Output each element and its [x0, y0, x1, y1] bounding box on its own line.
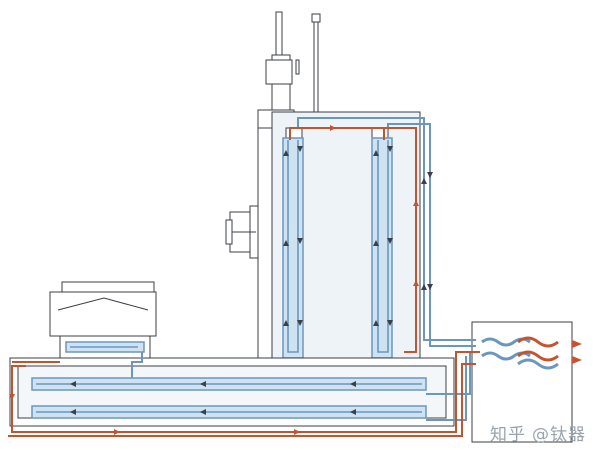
- flow-arrow-icon: [421, 172, 433, 290]
- bed-cold-lines: [36, 383, 422, 413]
- outlet-arrow-icon: [572, 340, 582, 364]
- watermark-logo: 知乎: [490, 425, 526, 445]
- flow-arrow-icon: [70, 381, 356, 415]
- watermark-author: @钛器: [532, 425, 586, 445]
- cold-piping: [131, 117, 476, 421]
- hot-piping: [8, 127, 480, 437]
- flow-arrow-icon: [9, 125, 419, 435]
- flow-arrow-icon: [283, 146, 393, 326]
- heat-exchanger: [471, 321, 573, 443]
- side-motor: [225, 205, 259, 259]
